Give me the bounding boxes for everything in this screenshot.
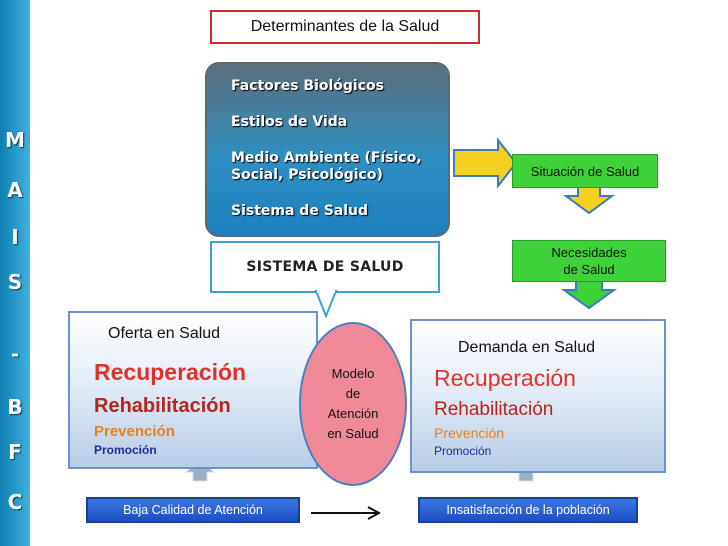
sidebar-letter: B [7, 395, 23, 419]
factor-health-system: Sistema de Salud [231, 203, 369, 219]
sidebar-letter: C [7, 490, 23, 514]
care-model-oval: Modelo de Atención en Salud [299, 322, 407, 486]
diagram-title: Determinantes de la Salud [210, 10, 480, 44]
dissatisfaction-box: Insatisfacción de la población [418, 497, 638, 523]
health-needs-box: Necesidades de Salud [512, 240, 666, 282]
demand-prevention: Prevención [434, 425, 505, 441]
demand-recovery: Recuperación [434, 365, 576, 391]
factor-environment-cont: Social, Psicológico) [231, 167, 383, 183]
demand-heading: Demanda en Salud [458, 339, 595, 356]
sidebar-letter: M [5, 128, 25, 152]
supply-prevention: Prevención [94, 423, 175, 440]
supply-rehabilitation: Rehabilitación [94, 395, 231, 417]
determinants-box: Factores Biológicos Estilos de Vida Medi… [205, 62, 450, 237]
supply-heading: Oferta en Salud [108, 325, 221, 342]
demand-promotion: Promoción [434, 444, 492, 458]
low-quality-box: Baja Calidad de Atención [86, 497, 300, 523]
model-line3: Atención [327, 406, 379, 421]
supply-panel: Oferta en Salud Recuperación Rehabilitac… [68, 311, 318, 469]
model-line1: Modelo [331, 366, 375, 381]
demand-panel: Demanda en Salud Recuperación Rehabilita… [410, 319, 666, 473]
demand-rehabilitation: Rehabilitación [434, 399, 554, 420]
sidebar-letter: I [11, 225, 19, 249]
factor-lifestyle: Estilos de Vida [231, 114, 348, 130]
sidebar-letter: - [10, 342, 20, 366]
supply-promotion: Promoción [94, 443, 157, 457]
callout-pointer [314, 290, 338, 319]
sidebar-letter: F [8, 440, 22, 464]
needs-line1: Necesidades [551, 245, 627, 260]
arrow-down-icon [562, 185, 616, 215]
arrow-down-icon [560, 279, 618, 310]
factor-biological: Factores Biológicos [231, 78, 384, 94]
sidebar-band: M A I S - B F C [0, 0, 30, 546]
sidebar-letter: S [7, 270, 23, 294]
arrow-right-icon [453, 137, 518, 189]
needs-line2: de Salud [563, 262, 615, 277]
health-situation-box: Situación de Salud [512, 154, 658, 188]
arrowhead [367, 506, 382, 520]
model-line2: de [345, 386, 361, 401]
factor-environment: Medio Ambiente (Físico, [231, 150, 422, 166]
system-callout: SISTEMA DE SALUD [210, 241, 440, 293]
sidebar-letter: A [7, 178, 23, 202]
model-line4: en Salud [327, 426, 379, 441]
supply-recovery: Recuperación [94, 359, 247, 385]
